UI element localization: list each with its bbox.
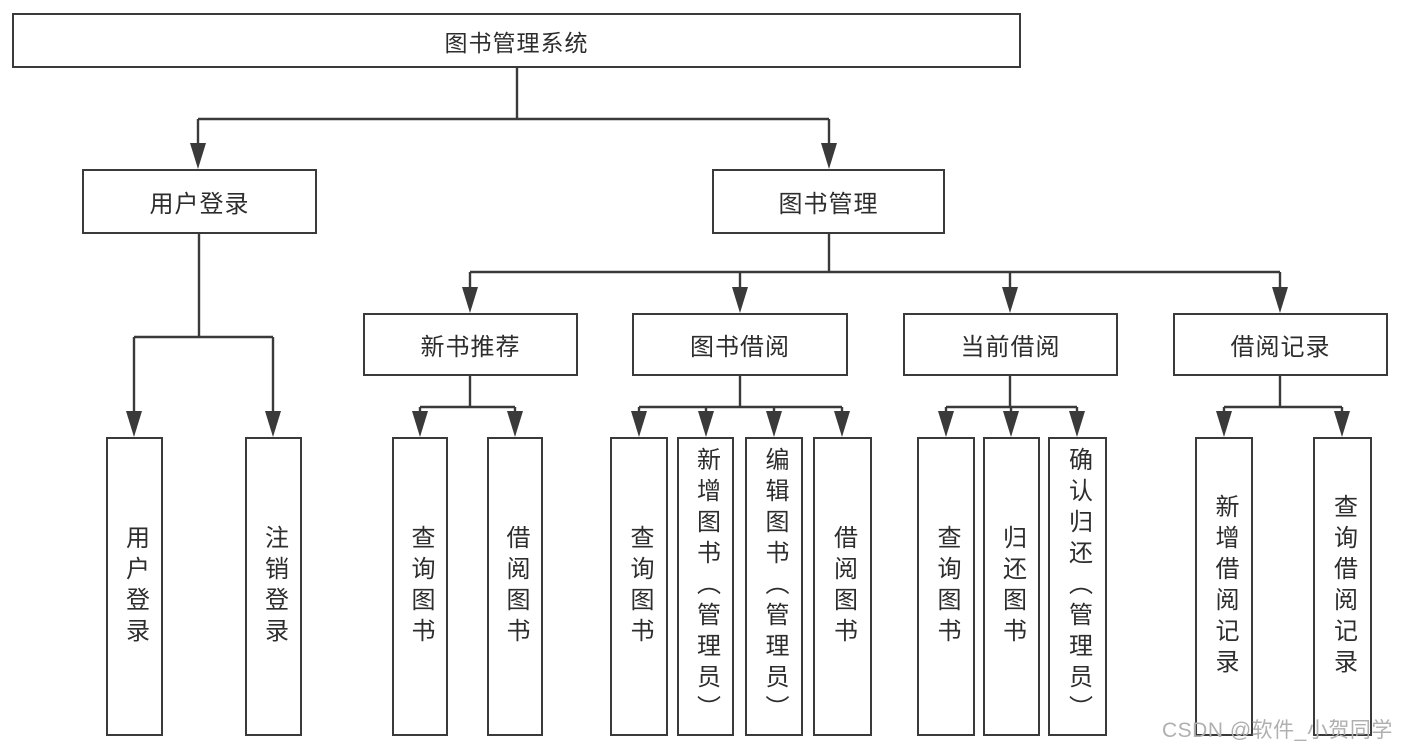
leaf-label: 新增图书（管理员） (692, 447, 720, 726)
leaf-edit-book-admin: 编辑图书（管理员） (745, 437, 803, 736)
leaf-label: 查询图书 (626, 524, 653, 649)
leaf-label: 借阅图书 (502, 524, 529, 649)
node-book-management: 图书管理 (712, 169, 945, 234)
node-new-book-recommend: 新书推荐 (363, 313, 578, 376)
leaf-borrow-books-recommend: 借阅图书 (487, 437, 543, 736)
node-library-management-system: 图书管理系统 (12, 13, 1021, 68)
node-borrow-records: 借阅记录 (1173, 313, 1388, 376)
node-user-login: 用户登录 (82, 169, 317, 234)
leaf-query-books-recommend: 查询图书 (392, 437, 448, 736)
leaf-label: 编辑图书（管理员） (761, 447, 788, 726)
leaf-query-books-current: 查询图书 (917, 437, 975, 736)
leaf-add-borrow-record: 新增借阅记录 (1195, 437, 1253, 736)
leaf-label: 归还图书 (998, 524, 1026, 649)
leaf-borrow-books: 借阅图书 (813, 437, 872, 736)
leaf-query-books-borrow: 查询图书 (610, 437, 668, 736)
leaf-label: 借阅图书 (829, 524, 857, 649)
leaf-label: 查询图书 (933, 524, 960, 649)
leaf-logout: 注销登录 (245, 437, 302, 736)
arrowheads (126, 143, 1350, 437)
leaf-label: 注销登录 (260, 524, 288, 649)
leaf-user-login: 用户登录 (106, 437, 163, 736)
csdn-watermark: CSDN @软件_小贺同学 (1162, 719, 1393, 742)
leaf-label: 查询图书 (407, 524, 434, 649)
leaf-confirm-return-admin: 确认归还（管理员） (1048, 437, 1107, 736)
leaf-label: 用户登录 (121, 524, 149, 649)
leaf-query-borrow-record: 查询借阅记录 (1313, 437, 1372, 736)
node-current-borrow: 当前借阅 (903, 313, 1118, 376)
leaf-return-book: 归还图书 (983, 437, 1040, 736)
leaf-label: 查询借阅记录 (1329, 493, 1357, 680)
leaf-label: 确认归还（管理员） (1064, 447, 1092, 726)
leaf-label: 新增借阅记录 (1211, 493, 1238, 680)
node-book-borrow: 图书借阅 (632, 313, 848, 376)
leaf-add-book-admin: 新增图书（管理员） (677, 437, 734, 736)
